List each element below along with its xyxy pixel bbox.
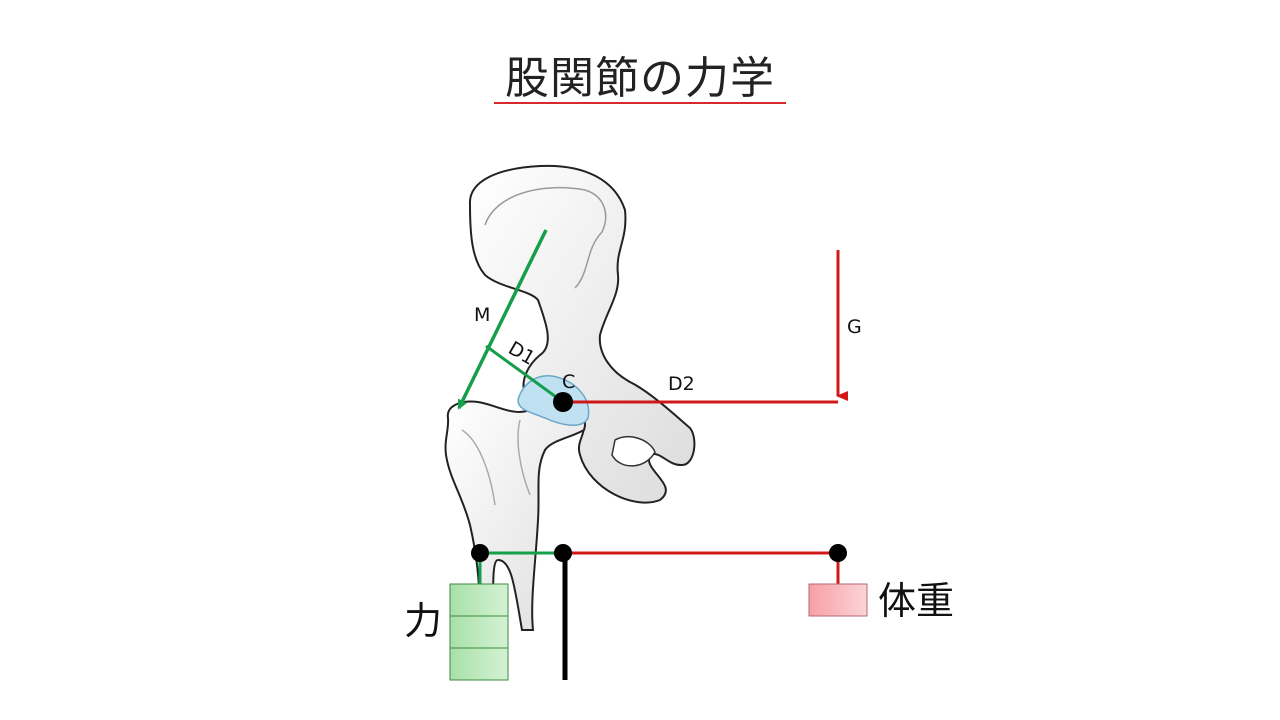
label-body-weight: 体重 xyxy=(878,579,954,623)
pivot-left-dot xyxy=(471,544,489,562)
lever-model: 力 体重 xyxy=(404,544,954,681)
page-title: 股関節の力学 xyxy=(505,53,775,104)
label-d2: D2 xyxy=(668,373,695,395)
weight-block xyxy=(808,583,868,617)
pelvis-bone xyxy=(468,164,696,504)
label-m: M xyxy=(474,304,490,326)
title-underline xyxy=(494,102,786,104)
force-block-2 xyxy=(449,615,509,649)
label-g: G xyxy=(847,316,862,338)
pivot-right-dot xyxy=(829,544,847,562)
lever-arm-d1 xyxy=(485,344,564,404)
force-block-1 xyxy=(449,583,509,617)
muscle-force-arrow xyxy=(457,229,548,410)
label-c: C xyxy=(562,371,575,393)
force-block-3 xyxy=(449,647,509,681)
pivot-center-dot xyxy=(554,544,572,562)
label-force: 力 xyxy=(404,599,442,643)
center-of-rotation-dot xyxy=(553,392,573,412)
